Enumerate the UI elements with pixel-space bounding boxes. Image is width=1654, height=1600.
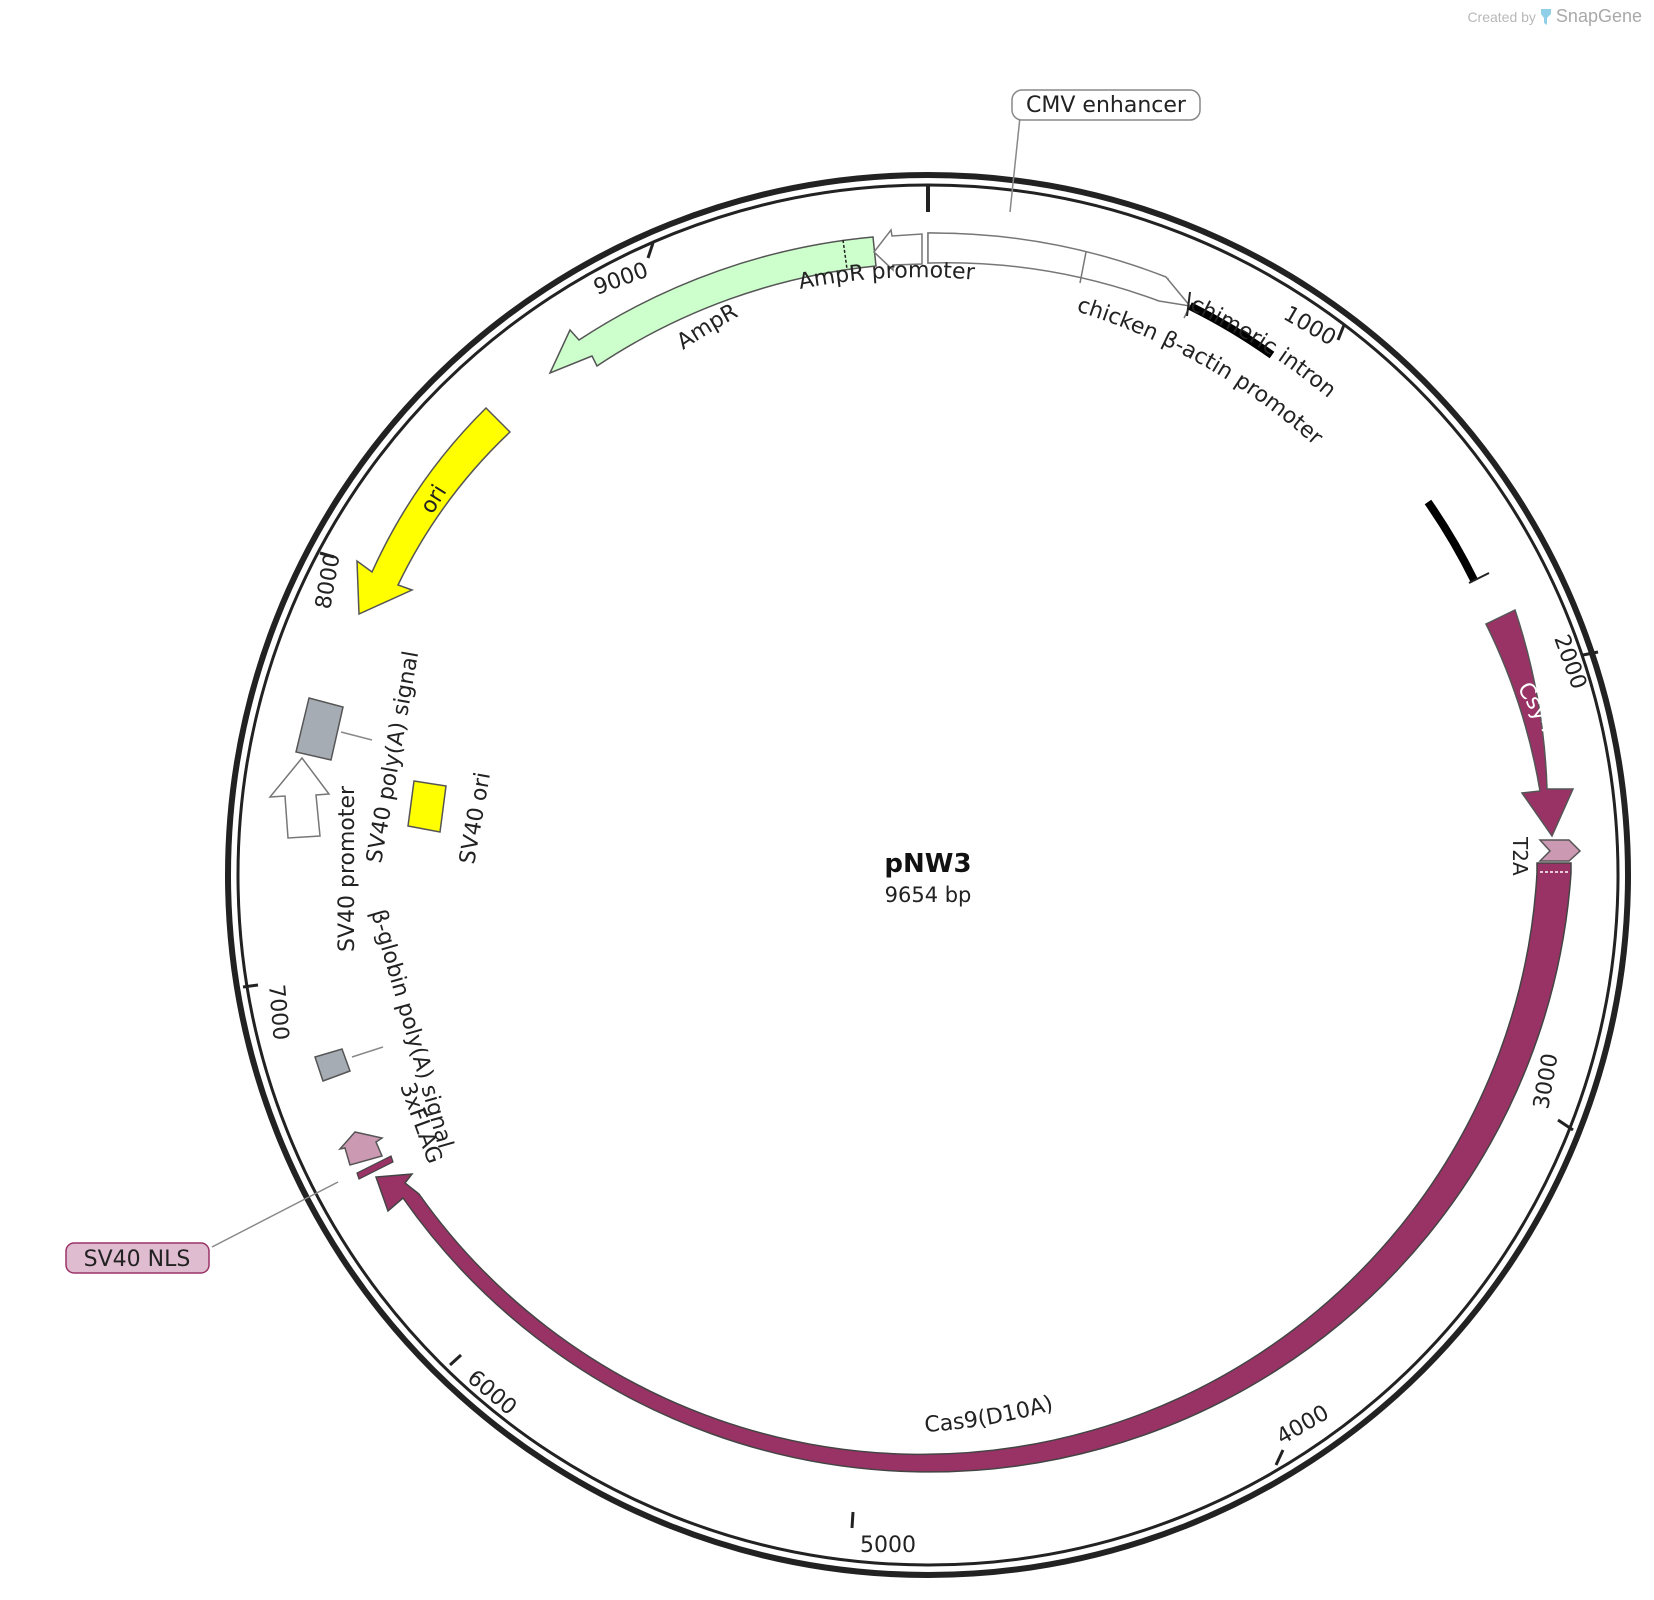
label-sv40-promoter: SV40 promoter <box>335 785 360 952</box>
label-t2a: T2A <box>1508 836 1532 876</box>
tick-label-1000: 1000 <box>1279 302 1340 352</box>
tick-label-9000: 9000 <box>591 258 652 301</box>
label-sv40-ori: SV40 ori <box>455 770 496 866</box>
tick-label-4000: 4000 <box>1273 1401 1334 1451</box>
feature-cas9[interactable]: Cas9(D10A) <box>374 862 1572 1473</box>
plasmid-size: 9654 bp <box>885 883 972 907</box>
feature-t2a[interactable]: T2A <box>1508 836 1582 876</box>
label-cas9: Cas9(D10A) <box>924 1391 1056 1438</box>
snapgene-logo-icon <box>1540 8 1551 25</box>
feature-sv40-promoter[interactable]: SV40 promoter <box>268 756 360 952</box>
credit-prefix: Created by <box>1467 8 1536 25</box>
feature-chimeric-intron[interactable]: chimeric intron <box>1186 292 1490 584</box>
feature-sv40-ori[interactable]: SV40 ori <box>407 770 496 866</box>
tick-label-7000: 7000 <box>263 983 293 1041</box>
label-sv40-nls: SV40 NLS <box>84 1247 191 1272</box>
plasmid-name: pNW3 <box>884 849 971 879</box>
feature-sv40-nls[interactable]: SV40 NLS <box>65 1155 394 1274</box>
label-cmv-enhancer: CMV enhancer <box>1026 93 1187 118</box>
feature-cmv-enhancer[interactable]: CMV enhancer <box>1009 89 1201 213</box>
label-sv40-polya: SV40 poly(A) signal <box>362 649 424 865</box>
snapgene-credit: Created by SnapGene <box>1467 6 1642 27</box>
tick-marks <box>242 242 1599 1529</box>
credit-brand: SnapGene <box>1555 6 1642 26</box>
tick-label-8000: 8000 <box>311 552 345 611</box>
tick-label-5000: 5000 <box>860 1533 916 1558</box>
tick-label-3000: 3000 <box>1529 1052 1563 1111</box>
